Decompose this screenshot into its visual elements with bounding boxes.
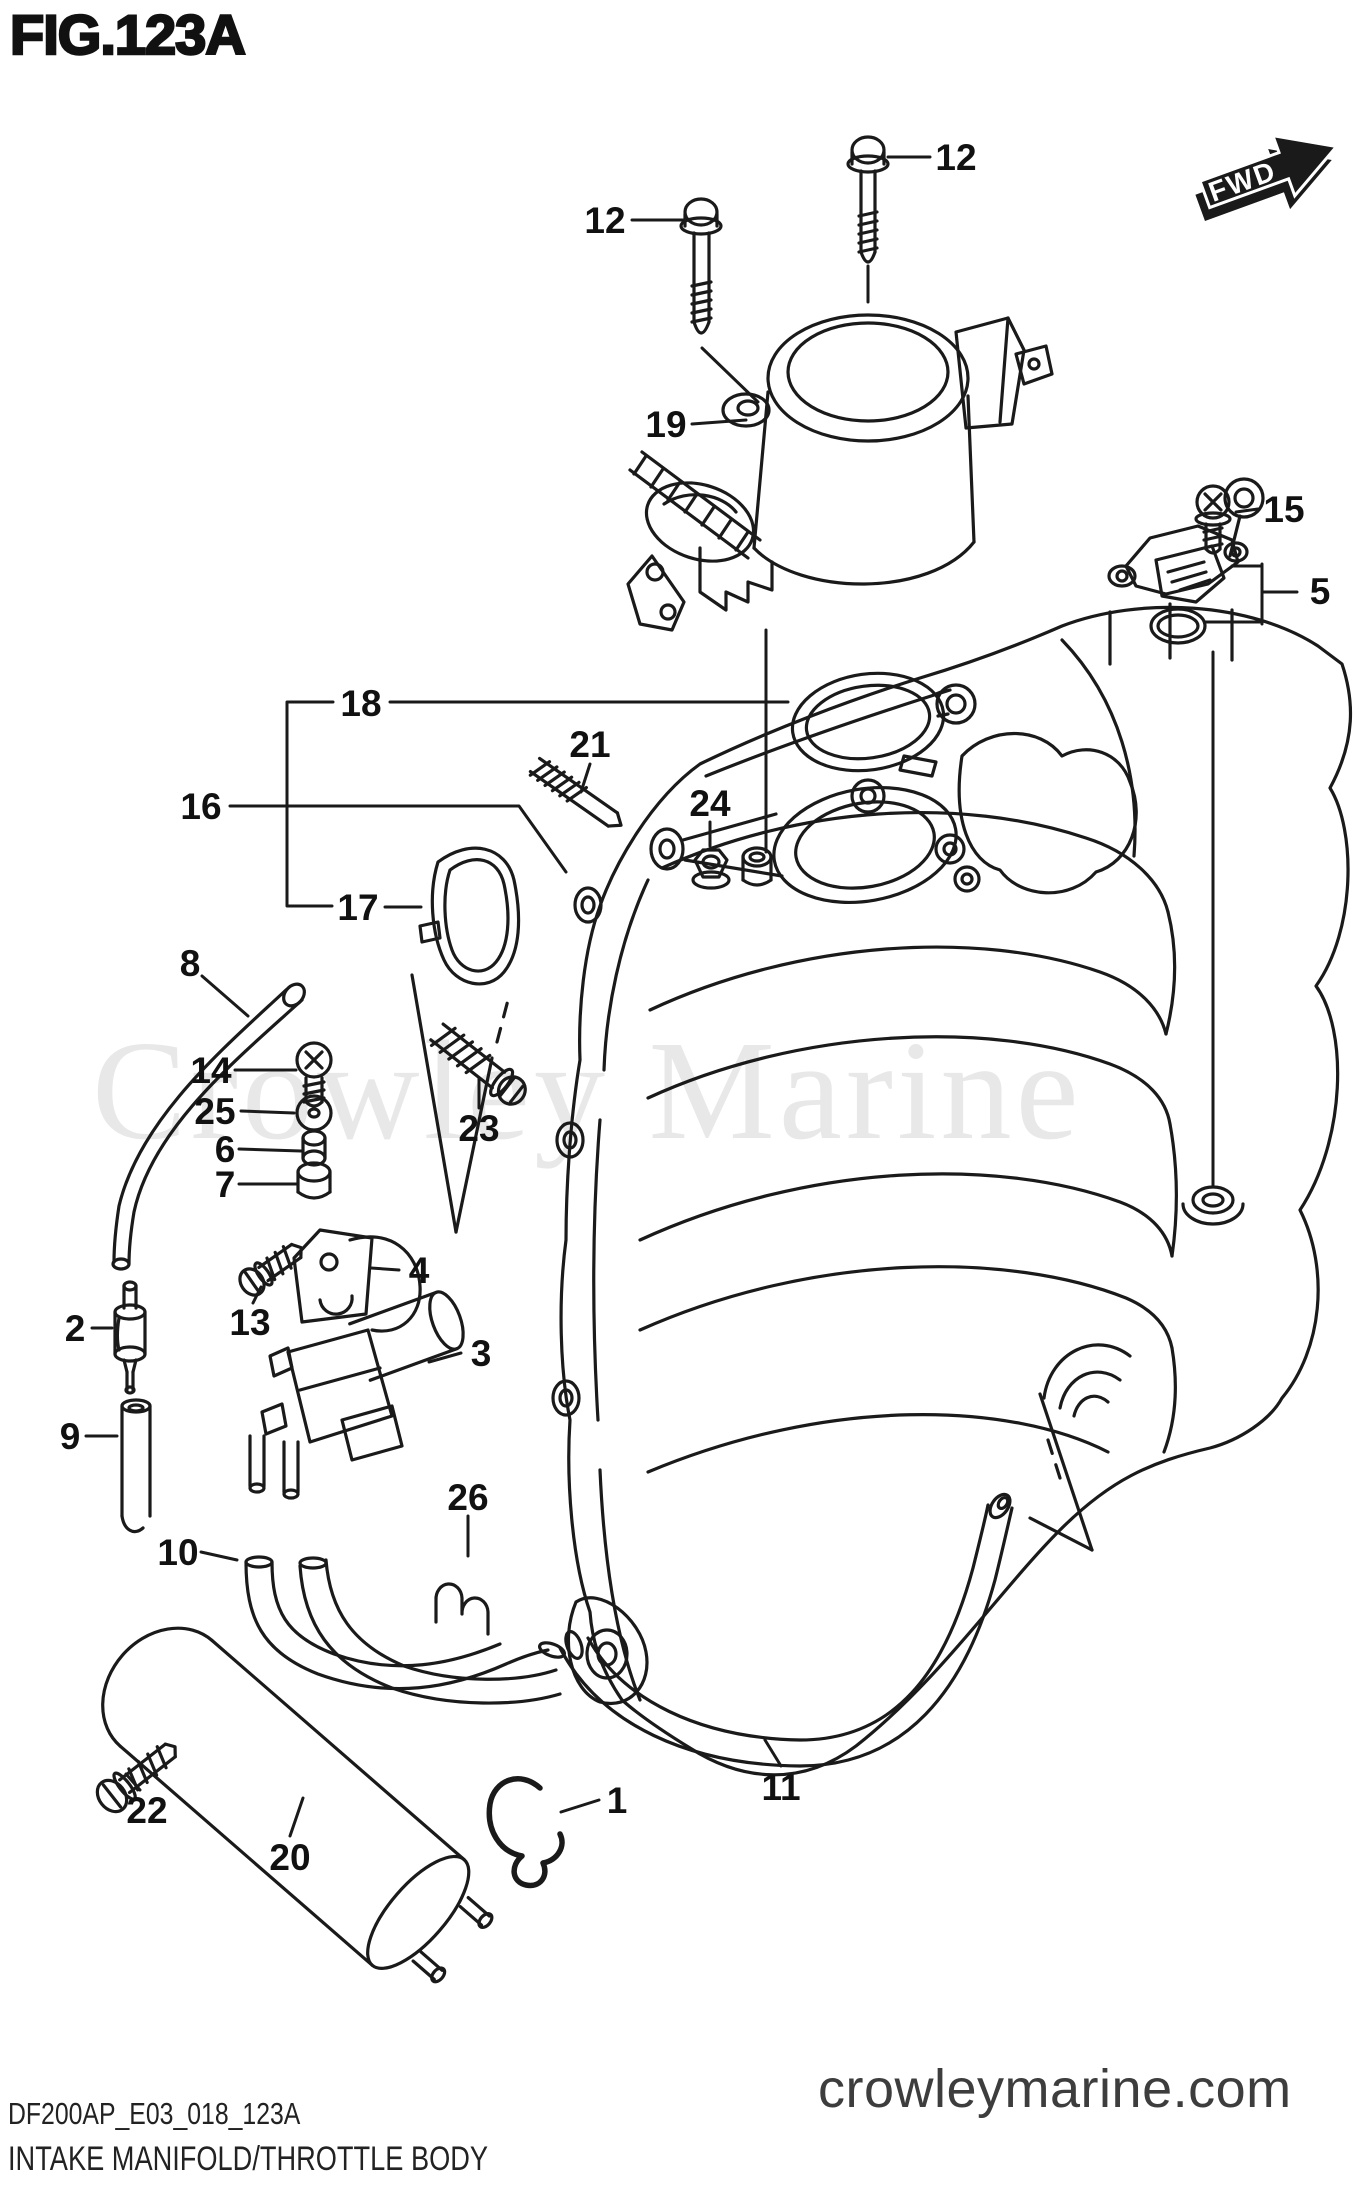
- bolt-12-right: [846, 135, 890, 264]
- callout-2[interactable]: 2: [65, 1308, 86, 1349]
- throttle-body-drawing: [626, 313, 1265, 632]
- callout-20[interactable]: 20: [269, 1837, 310, 1878]
- canister-20: [101, 1626, 494, 1984]
- pointer-wedge-left: [410, 973, 510, 1234]
- leader-line: [1234, 507, 1260, 514]
- leader-line: [200, 974, 250, 1018]
- nut-24: [691, 848, 731, 890]
- spacer-6: [301, 1129, 327, 1167]
- leader-line: [251, 1285, 263, 1305]
- bolt-23: [429, 1022, 527, 1106]
- callout-11[interactable]: 11: [761, 1767, 800, 1808]
- stud-21: [528, 756, 623, 828]
- callout-25[interactable]: 25: [194, 1091, 235, 1132]
- leader-line: [285, 700, 335, 908]
- callout-9[interactable]: 9: [60, 1416, 81, 1457]
- hose-9: [120, 1398, 152, 1534]
- pointer-wedge-right: [1028, 1392, 1094, 1552]
- site-name: crowleymarine.com: [818, 2059, 1292, 2119]
- callout-7[interactable]: 7: [215, 1164, 236, 1205]
- solenoid-valve-3: [248, 1290, 465, 1500]
- leader-line: [369, 1266, 401, 1272]
- callout-12[interactable]: 12: [584, 200, 625, 241]
- callout-24[interactable]: 24: [689, 783, 731, 824]
- callout-15[interactable]: 15: [1263, 489, 1304, 530]
- callout-4[interactable]: 4: [409, 1250, 430, 1291]
- callout-26[interactable]: 26: [447, 1477, 488, 1518]
- map-sensor-port: [1181, 1185, 1245, 1226]
- oring-5: [1149, 607, 1207, 645]
- callout-1[interactable]: 1: [607, 1780, 628, 1821]
- leader-line: [427, 1351, 463, 1364]
- hoses-10: [244, 1555, 566, 1705]
- footer-part-code: DF200AP_E03_018_123A: [8, 2096, 301, 2131]
- leader-line: [199, 1550, 239, 1562]
- check-valve-2: [113, 1280, 147, 1395]
- fwd-arrow-icon: FWD: [1195, 133, 1340, 222]
- screw-13: [238, 1242, 303, 1297]
- leader-line: [228, 804, 568, 874]
- callout-10[interactable]: 10: [157, 1532, 198, 1573]
- map-sensor-5: [1107, 524, 1249, 604]
- bolt-12-left: [679, 197, 723, 335]
- grommet-7: [296, 1161, 332, 1200]
- screw-22: [95, 1742, 177, 1814]
- callout-21[interactable]: 21: [569, 724, 610, 765]
- screw-15: [1194, 484, 1232, 555]
- callout-8[interactable]: 8: [180, 943, 201, 984]
- callout-16[interactable]: 16: [180, 786, 221, 827]
- hose-8: [111, 982, 306, 1271]
- gasket-18: [790, 671, 977, 778]
- footer-diagram-title: INTAKE MANIFOLD/THROTTLE BODY: [8, 2140, 489, 2178]
- leader-line: [700, 346, 760, 404]
- hose-11: [558, 1492, 1014, 1768]
- bracket-4: [292, 1228, 422, 1333]
- leader-line: [559, 1798, 601, 1814]
- leader-line: [237, 1147, 303, 1153]
- clip-1: [486, 1776, 565, 1889]
- callout-3[interactable]: 3: [471, 1333, 492, 1374]
- leader-line: [579, 762, 592, 794]
- callout-23[interactable]: 23: [458, 1108, 499, 1149]
- leader-line: [763, 1738, 783, 1768]
- callout-13[interactable]: 13: [229, 1302, 270, 1343]
- callout-17[interactable]: 17: [337, 887, 378, 928]
- leader-line: [288, 1796, 305, 1838]
- leader-line: [690, 418, 748, 426]
- figure-title: FIG.123A: [9, 2, 247, 68]
- callout-14[interactable]: 14: [190, 1050, 232, 1091]
- callout-18[interactable]: 18: [340, 683, 381, 724]
- callout-19[interactable]: 19: [645, 404, 686, 445]
- callout-22[interactable]: 22: [126, 1790, 167, 1831]
- callout-12[interactable]: 12: [935, 137, 976, 178]
- leader-line: [239, 1109, 296, 1115]
- intake-manifold-drawing: [551, 602, 1353, 1777]
- screw-14: [295, 1041, 333, 1108]
- callout-6[interactable]: 6: [215, 1129, 236, 1170]
- callout-5[interactable]: 5: [1310, 571, 1331, 612]
- clamp-26: [434, 1582, 490, 1636]
- leader-line: [124, 1772, 142, 1792]
- gasket-17: [418, 846, 521, 986]
